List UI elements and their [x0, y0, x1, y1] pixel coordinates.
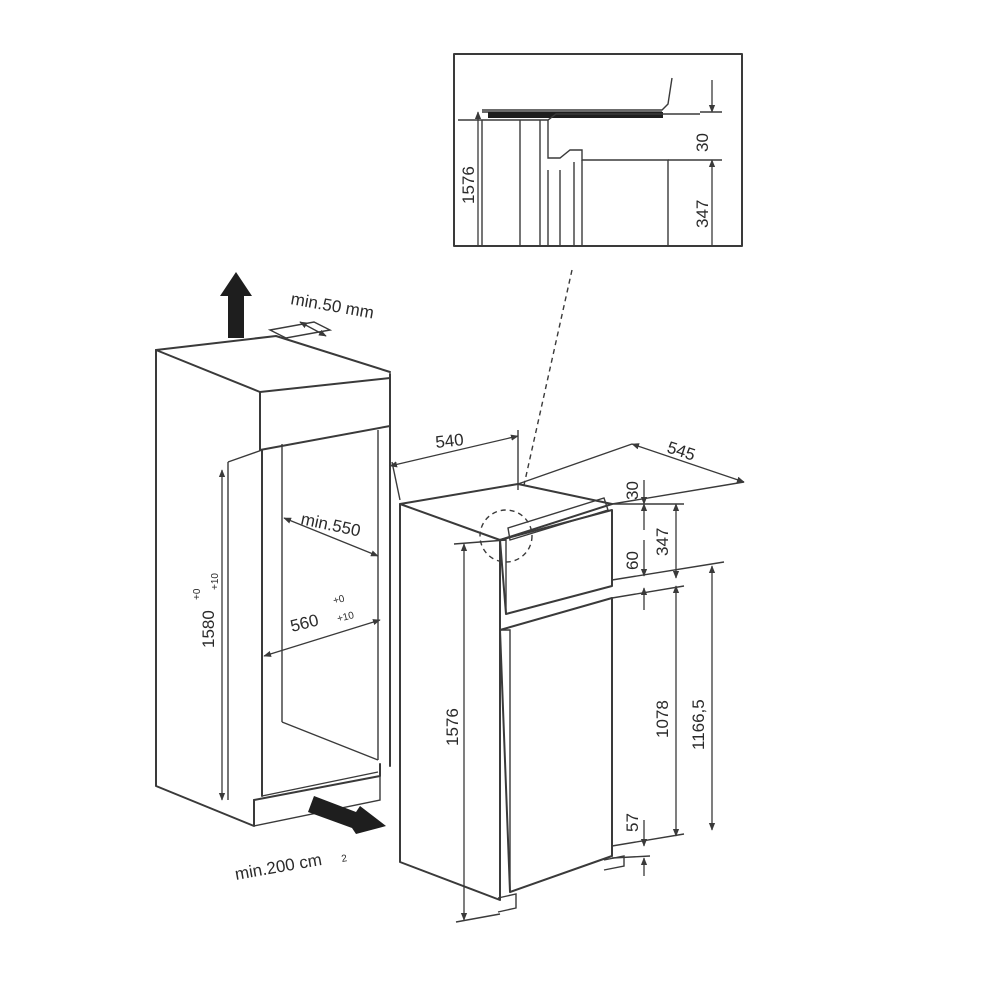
- niche-cabinet: [155, 321, 391, 827]
- fridge-appliance: [399, 483, 625, 913]
- label-min-50: min.50 mm: [289, 289, 375, 322]
- label-545: 545: [665, 438, 698, 465]
- detail-leader-line: [517, 269, 573, 513]
- label-57: 57: [623, 813, 642, 832]
- label-1576: 1576: [443, 708, 462, 746]
- detail-circle: [479, 509, 533, 563]
- detail-inset: 1576 30 347: [453, 53, 743, 247]
- niche-dim-550-line: [283, 517, 379, 557]
- label-30: 30: [623, 481, 642, 500]
- air-outlet-arrow-icon: [220, 272, 252, 338]
- label-1580-tol-top: +0: [192, 588, 203, 600]
- label-540: 540: [434, 430, 464, 452]
- label-560-tol-bot: +10: [336, 610, 356, 625]
- label-1078: 1078: [653, 700, 672, 738]
- label-560-tol-top: +0: [332, 593, 346, 607]
- detail-label-347: 347: [693, 200, 712, 228]
- label-1580: 1580: [199, 610, 218, 648]
- niche-dim-50-line: [299, 321, 327, 337]
- label-347: 347: [653, 528, 672, 556]
- label-min-200: min.200 cm: [233, 850, 323, 884]
- niche-dim-560-line: [263, 619, 381, 657]
- label-min-200-sup: 2: [341, 853, 349, 865]
- dim-540-line: [389, 434, 519, 468]
- label-560: 560: [288, 611, 320, 636]
- label-60: 60: [623, 551, 642, 570]
- air-inlet-arrow-icon: [308, 796, 386, 834]
- label-1166-5: 1166,5: [689, 699, 708, 750]
- detail-label-1576: 1576: [459, 166, 478, 204]
- seal-strip: [488, 112, 663, 118]
- detail-frame: [453, 53, 743, 247]
- label-min-550: min.550: [299, 509, 362, 540]
- dim-545-line: [631, 443, 745, 483]
- detail-label-30: 30: [693, 133, 712, 152]
- label-1580-tol-bot: +10: [210, 573, 221, 590]
